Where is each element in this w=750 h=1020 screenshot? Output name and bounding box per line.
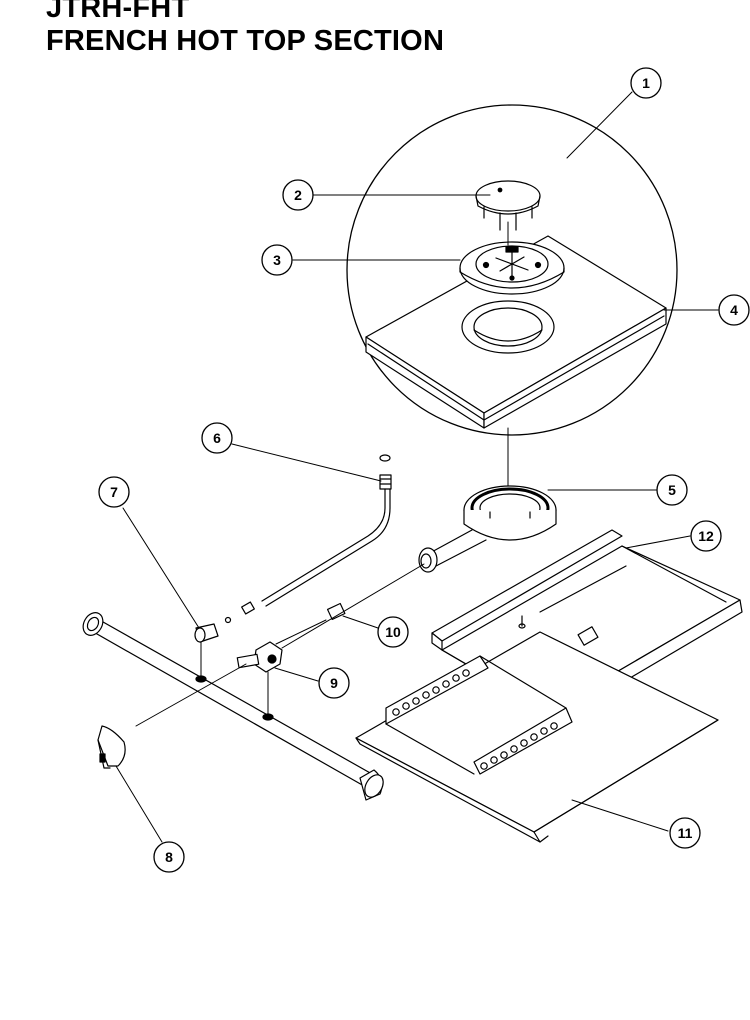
- orifice-fitting: [275, 602, 346, 645]
- title-block: JTRH-FHT FRENCH HOT TOP SECTION: [46, 0, 444, 58]
- callout-6: 6: [201, 422, 233, 454]
- callout-8: 8: [153, 841, 185, 873]
- callout-4: 4: [718, 294, 750, 326]
- svg-text:5: 5: [668, 482, 676, 498]
- svg-text:12: 12: [698, 528, 714, 544]
- svg-text:1: 1: [642, 75, 650, 91]
- callout-10: 10: [377, 616, 409, 648]
- pilot-tube: [224, 454, 392, 624]
- svg-text:6: 6: [213, 430, 221, 446]
- callout-3: 3: [261, 244, 293, 276]
- control-knob: [97, 725, 126, 769]
- leader-6: [231, 443, 382, 482]
- model-title: JTRH-FHT: [46, 0, 190, 24]
- detail-view-circle: [346, 104, 678, 436]
- callout-9: 9: [318, 667, 350, 699]
- gas-valve: [135, 563, 425, 727]
- svg-text:4: 4: [730, 302, 738, 318]
- leader-7: [122, 507, 200, 629]
- leader-11: [571, 799, 669, 832]
- leader-8: [115, 765, 163, 843]
- svg-text:8: 8: [165, 849, 173, 865]
- burner-ring: [418, 485, 557, 573]
- leader-10: [342, 615, 379, 629]
- svg-text:2: 2: [294, 187, 302, 203]
- callout-1: 1: [630, 67, 662, 99]
- callout-7: 7: [98, 476, 130, 508]
- callout-11: 11: [669, 817, 701, 849]
- section-title: FRENCH HOT TOP SECTION: [46, 25, 445, 57]
- center-cap: [475, 180, 541, 231]
- svg-text:7: 7: [110, 484, 118, 500]
- leader-1: [566, 91, 633, 159]
- svg-text:11: 11: [678, 825, 693, 841]
- svg-text:10: 10: [385, 624, 401, 640]
- svg-text:3: 3: [273, 252, 281, 268]
- pilot-valve: [194, 623, 219, 683]
- gas-manifold-pipe: [82, 612, 384, 801]
- callouts: 1 2 3 4 5 6 7 8 9 10 11 12: [98, 67, 750, 873]
- svg-text:9: 9: [330, 675, 338, 691]
- leader-9: [274, 667, 319, 682]
- callout-5: 5: [656, 474, 688, 506]
- callout-2: 2: [282, 179, 314, 211]
- burner-port-rails: [385, 655, 573, 775]
- leader-12: [625, 535, 691, 549]
- hot-top-plate: [365, 235, 667, 429]
- callout-12: 12: [690, 520, 722, 552]
- center-ring: [459, 241, 565, 295]
- leader-lines: [115, 91, 719, 843]
